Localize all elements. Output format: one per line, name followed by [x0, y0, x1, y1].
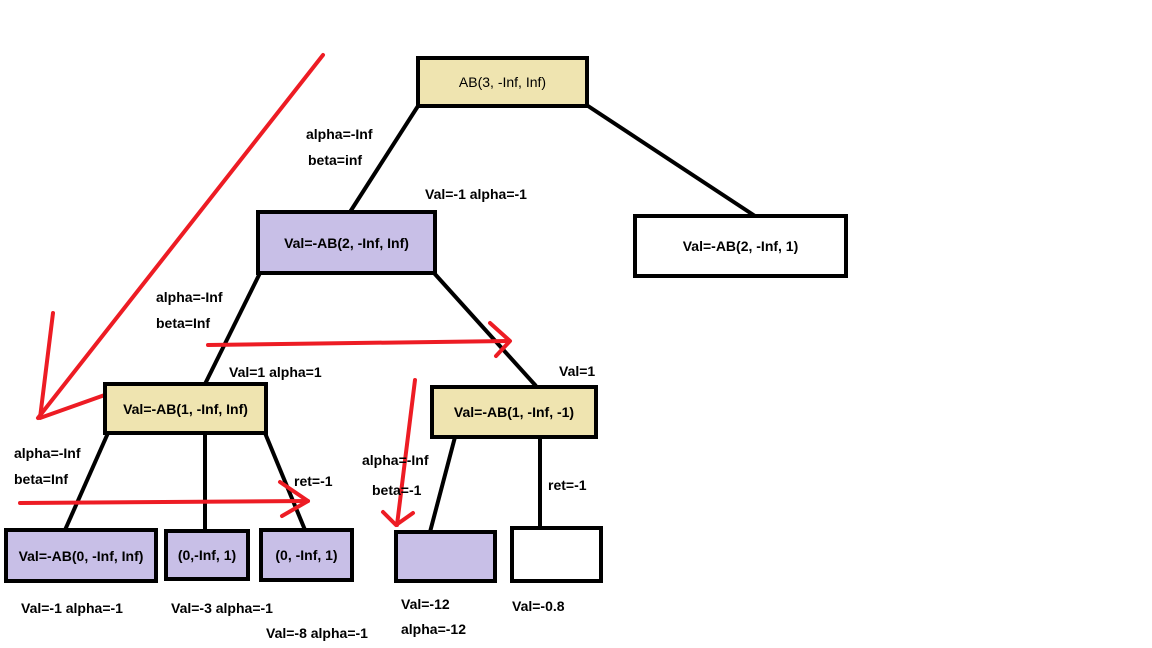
label-leaf2-result: Val=-3 alpha=-1: [171, 600, 273, 616]
label-n1-edge-alpha: alpha=-Inf: [14, 445, 81, 461]
label-root-edge-alpha: alpha=-Inf: [306, 126, 373, 142]
label-leaf1-result: Val=-1 alpha=-1: [21, 600, 123, 616]
label-leaf3-ret: ret=-1: [294, 473, 333, 489]
node-leaf-4: [394, 530, 497, 583]
label-n2-left-result: Val=-1 alpha=-1: [425, 186, 527, 202]
node-n2-right: Val=-AB(2, -Inf, 1): [633, 214, 848, 278]
label-leaf4-val: Val=-12: [401, 596, 450, 612]
edge-n2left-n1left: [203, 272, 262, 385]
edge-root-n2right: [586, 104, 757, 218]
label-n2-edge-alpha: alpha=-Inf: [156, 289, 223, 305]
node-n1-left: Val=-AB(1, -Inf, Inf): [103, 382, 268, 435]
label-leaf5-ret: ret=-1: [548, 477, 587, 493]
node-n1-right: Val=-AB(1, -Inf, -1): [430, 385, 598, 439]
node-leaf-1: Val=-AB(0, -Inf, Inf): [4, 528, 158, 583]
node-root: AB(3, -Inf, Inf): [416, 56, 589, 108]
label-n1r-edge-alpha: alpha=-Inf: [362, 452, 429, 468]
node-leaf-2: (0,-Inf, 1): [164, 529, 250, 581]
label-leaf5-val: Val=-0.8: [512, 598, 565, 614]
label-n2-edge-beta: beta=Inf: [156, 315, 211, 331]
edge-n2left-n1right: [432, 271, 538, 388]
red-arrow-diagonal: [36, 53, 325, 420]
edge-n1right-leaf4: [428, 436, 457, 533]
node-leaf-5: [510, 526, 603, 583]
label-leaf3-result: Val=-8 alpha=-1: [266, 625, 368, 641]
label-n1-left-result: Val=1 alpha=1: [229, 364, 322, 380]
edge-n1left-leaf1: [63, 432, 110, 531]
red-arrow-lower-horizontal: [18, 480, 310, 518]
label-leaf4-alpha: alpha=-12: [401, 621, 466, 637]
edge-n1left-leaf3: [263, 432, 307, 531]
edge-root-n2left: [348, 104, 420, 214]
red-arrow-upper-horizontal: [206, 321, 512, 358]
label-n1-right-result: Val=1: [559, 363, 596, 379]
node-leaf-3: (0, -Inf, 1): [259, 528, 354, 582]
red-arrow-down: [381, 378, 417, 527]
node-n2-left: Val=-AB(2, -Inf, Inf): [256, 210, 437, 275]
label-n1r-edge-beta: beta=-1: [372, 482, 422, 498]
label-root-edge-beta: beta=inf: [308, 152, 363, 168]
label-n1-edge-beta: beta=Inf: [14, 471, 69, 487]
